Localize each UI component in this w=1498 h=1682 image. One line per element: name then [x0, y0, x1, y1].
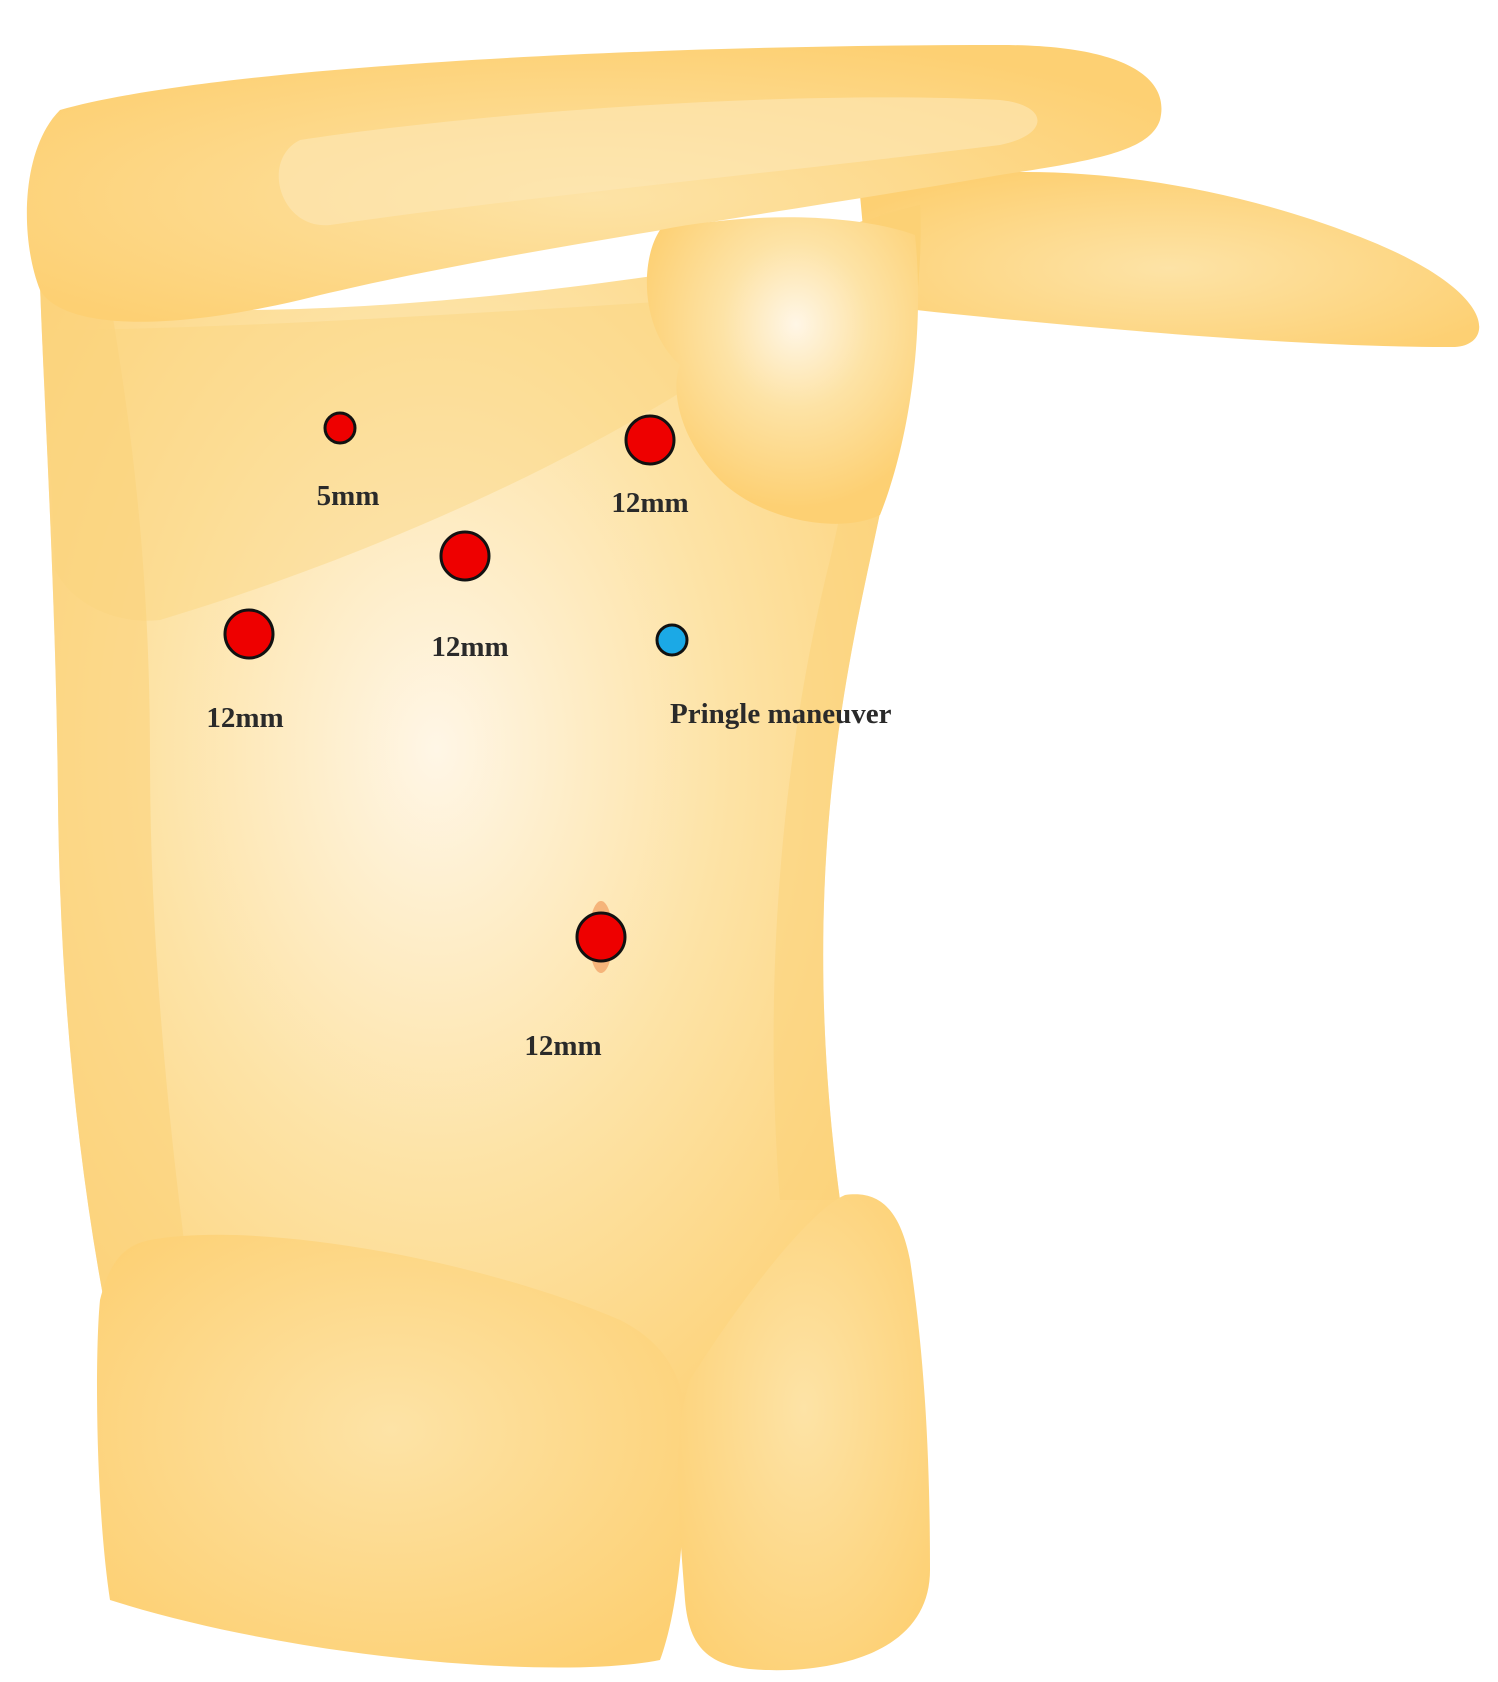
port-12mm-center-label: 12mm: [431, 631, 508, 663]
torso-shading-left: [40, 285, 200, 1380]
port-12mm-center-marker: [439, 530, 491, 582]
right-thigh: [678, 1194, 930, 1671]
port-12mm-umbilical-marker: [575, 911, 627, 963]
left-thigh: [97, 1234, 687, 1668]
port-12mm-upper-right-marker: [624, 414, 676, 466]
torso: [40, 205, 921, 1500]
ports-layer: [223, 411, 689, 973]
port-5mm-upper-left-marker: [323, 411, 357, 445]
costal-margin: [45, 300, 700, 621]
right-breast: [646, 217, 919, 524]
right-arm: [860, 171, 1480, 348]
port-pringle-label: Pringle maneuver: [670, 698, 892, 730]
port-12mm-upper-right-label: 12mm: [611, 487, 688, 519]
port-12mm-left-label: 12mm: [206, 702, 283, 734]
left-arm-highlight: [278, 97, 1038, 226]
port-12mm-left-marker: [223, 608, 275, 660]
port-pringle-marker: [655, 623, 689, 657]
port-12mm-umbilical-label: 12mm: [524, 1030, 601, 1062]
port-5mm-upper-left-label: 5mm: [317, 480, 380, 512]
